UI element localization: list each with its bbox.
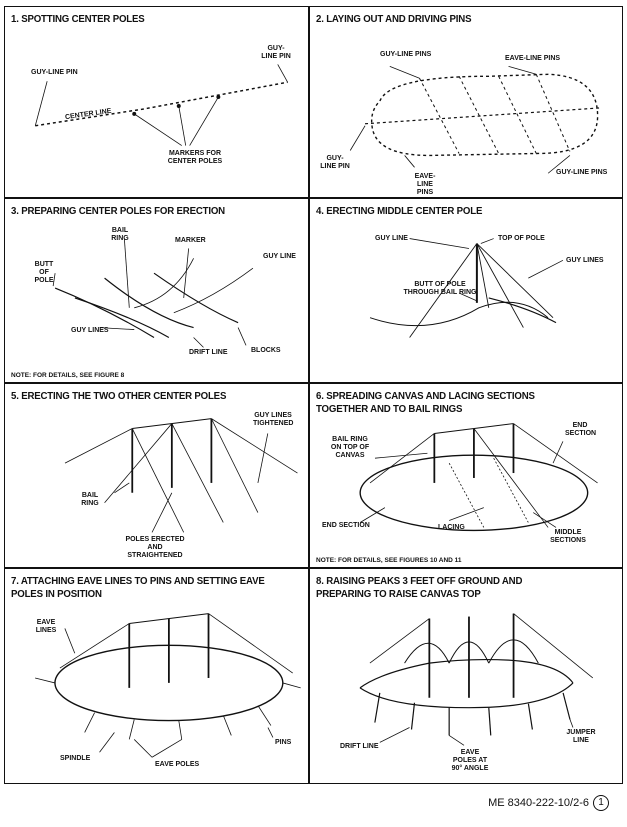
panel-title: 2. LAYING OUT AND DRIVING PINS — [316, 13, 472, 25]
label-guy-line-pins-right: GUY-LINE PINS — [556, 169, 608, 176]
panel-title: 1. SPOTTING CENTER POLES — [11, 13, 145, 25]
label-guy-line: GUY LINE — [263, 253, 296, 260]
label-jumper-line: JUMPER LINE — [566, 729, 596, 744]
label-butt-of-pole: BUTT OF POLE THROUGH BAIL RING — [403, 281, 477, 296]
label-guy-lines-tightened: GUY LINES TIGHTENED — [253, 412, 294, 427]
panel-title: 5. ERECTING THE TWO OTHER CENTER POLES — [11, 390, 227, 402]
panel-spreading-canvas: 6. SPREADING CANVAS AND LACING SECTIONS … — [309, 383, 623, 568]
figure-reference: ME 8340-222-10/2-6 1 — [488, 795, 609, 811]
label-bail-ring: BAIL RING — [111, 227, 129, 242]
label-end-section-right: END SECTION — [565, 422, 597, 437]
illustration-three-poles — [64, 418, 298, 533]
label-spindle: SPINDLE — [60, 755, 91, 762]
illustration-center-line — [34, 64, 288, 146]
panel-title: 7. ATTACHING EAVE LINES TO PINS AND SETT… — [11, 575, 265, 600]
panel-title: 3. PREPARING CENTER POLES FOR ERECTION — [11, 205, 225, 217]
label-drift-line: DRIFT LINE — [340, 743, 379, 750]
illustration-middle-pole — [369, 238, 564, 338]
panel-note: NOTE: FOR DETAILS, SEE FIGURES 10 AND 11 — [316, 557, 462, 564]
label-guy-line-pins-top: GUY-LINE PINS — [380, 51, 432, 58]
label-lacing: LACING — [438, 524, 465, 531]
panel-erecting-middle-pole: 4. ERECTING MIDDLE CENTER POLE GUY LINE … — [309, 198, 623, 383]
label-butt-of-pole: BUTT OF POLE — [34, 261, 54, 284]
label-guy-line: GUY LINE — [375, 235, 408, 242]
label-eave-line-pins-top: EAVE-LINE PINS — [505, 55, 561, 62]
panel-title: 4. ERECTING MIDDLE CENTER POLE — [316, 205, 483, 217]
panel-attaching-eave-lines: 7. ATTACHING EAVE LINES TO PINS AND SETT… — [4, 568, 309, 784]
panel-title: 8. RAISING PEAKS 3 FEET OFF GROUND AND P… — [316, 575, 523, 600]
label-top-of-pole: TOP OF POLE — [498, 235, 545, 242]
panel-preparing-center-poles: 3. PREPARING CENTER POLES FOR ERECTION B… — [4, 198, 309, 383]
label-poles-erected: POLES ERECTED AND STRAIGHTENED — [125, 536, 185, 559]
label-guy-lines: GUY LINES — [566, 257, 604, 264]
illustration-eave-lines — [35, 613, 301, 758]
figure-circle: 1 — [593, 795, 609, 811]
panel-laying-out-pins: 2. LAYING OUT AND DRIVING PINS GUY-LINE … — [309, 6, 623, 198]
panel-raising-peaks: 8. RAISING PEAKS 3 FEET OFF GROUND AND P… — [309, 568, 623, 784]
panel-note: NOTE: FOR DETAILS, SEE FIGURE 8 — [11, 372, 125, 379]
panel-erecting-two-poles: 5. ERECTING THE TWO OTHER CENTER POLES G… — [4, 383, 309, 568]
label-eave-lines: EAVE LINES — [35, 619, 57, 634]
label-end-section-left: END SECTION — [322, 522, 370, 529]
label-eave-line-pins-bottom: EAVE-LINE PINS — [414, 173, 436, 196]
label-marker: MARKER — [175, 237, 206, 244]
label-markers: MARKERS FOR CENTER POLES — [167, 150, 223, 165]
illustration-pin-layout — [349, 65, 600, 174]
panel-spotting-center-poles: 1. SPOTTING CENTER POLES GUY-LINE PIN GU… — [4, 6, 309, 198]
label-guy-lines: GUY LINES — [71, 327, 109, 334]
label-guy-line-pin-right: GUY-LINE PIN — [261, 45, 291, 60]
label-bail-ring: BAIL RING — [81, 492, 99, 507]
illustration-canvas-spread — [359, 423, 598, 532]
label-eave-poles: EAVE POLES — [155, 761, 200, 768]
label-guy-line-pin-left: GUY-LINE PIN — [320, 155, 350, 170]
label-guy-line-pin-left: GUY-LINE PIN — [31, 69, 78, 76]
label-pins: PINS — [275, 739, 292, 746]
figure-id: ME 8340-222-10/2-6 — [488, 797, 589, 809]
panel-title: 6. SPREADING CANVAS AND LACING SECTIONS … — [316, 390, 535, 415]
illustration-raising-peaks — [359, 613, 594, 746]
illustration-poles-on-ground — [52, 238, 254, 348]
label-drift-line: DRIFT LINE — [189, 349, 228, 356]
label-blocks: BLOCKS — [251, 347, 281, 354]
label-eave-poles: EAVE POLES AT 90° ANGLE — [451, 749, 489, 772]
label-bail-ring-on-top: BAIL RING ON TOP OF CANVAS — [330, 436, 370, 459]
label-middle-sections: MIDDLE SECTIONS — [550, 529, 586, 544]
